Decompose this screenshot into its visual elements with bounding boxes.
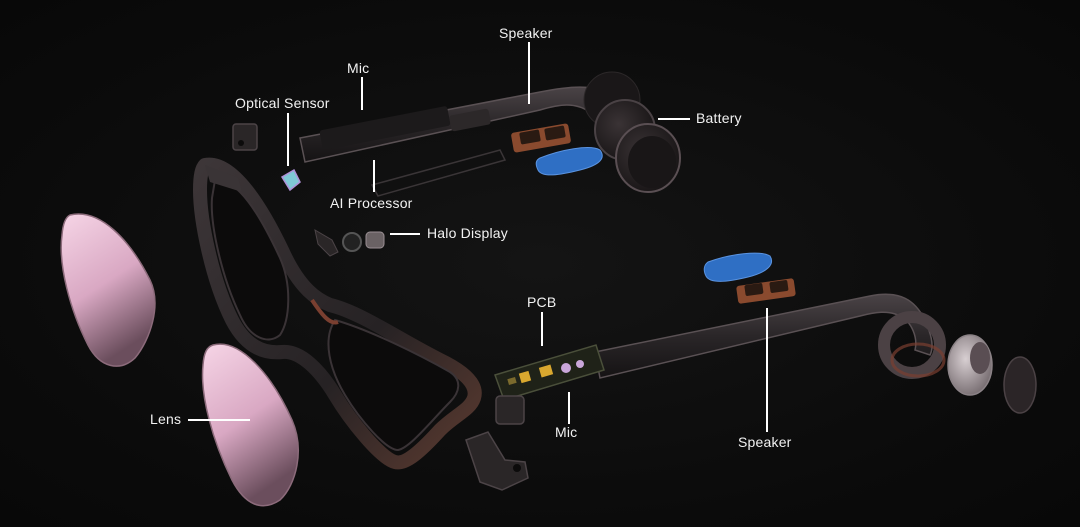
hinge-bottom-piece [495, 395, 525, 425]
label-mic-top: Mic [347, 60, 370, 76]
label-optical-sensor: Optical Sensor [235, 95, 330, 111]
label-pcb: PCB [527, 294, 557, 310]
label-speaker-bottom: Speaker [738, 434, 792, 450]
front-frame [193, 157, 482, 470]
bottom-temple-arm [594, 293, 946, 379]
hinge-bottom-bracket [465, 431, 529, 491]
bottom-blue-pad [703, 252, 772, 282]
top-speaker-module [511, 123, 571, 153]
label-halo-display: Halo Display [427, 225, 508, 241]
top-blue-pad [535, 147, 603, 176]
hinge-top-piece [232, 123, 258, 151]
label-mic-bottom: Mic [555, 424, 578, 440]
top-battery-assembly [583, 71, 681, 193]
bottom-battery-cell [947, 334, 993, 396]
halo-display-parts [314, 228, 385, 257]
label-speaker-top: Speaker [499, 25, 553, 41]
pcb-board [494, 344, 605, 401]
label-lens: Lens [150, 411, 182, 427]
bottom-battery-cap [1003, 356, 1037, 414]
optical-sensor-chip [280, 168, 301, 192]
label-ai-processor: AI Processor [330, 195, 413, 211]
bottom-speaker-module [736, 278, 796, 304]
label-battery: Battery [696, 110, 742, 126]
leader-lines [188, 42, 768, 432]
top-temple-arm [299, 86, 642, 197]
lens-left [60, 213, 156, 367]
lens-right [201, 343, 299, 507]
